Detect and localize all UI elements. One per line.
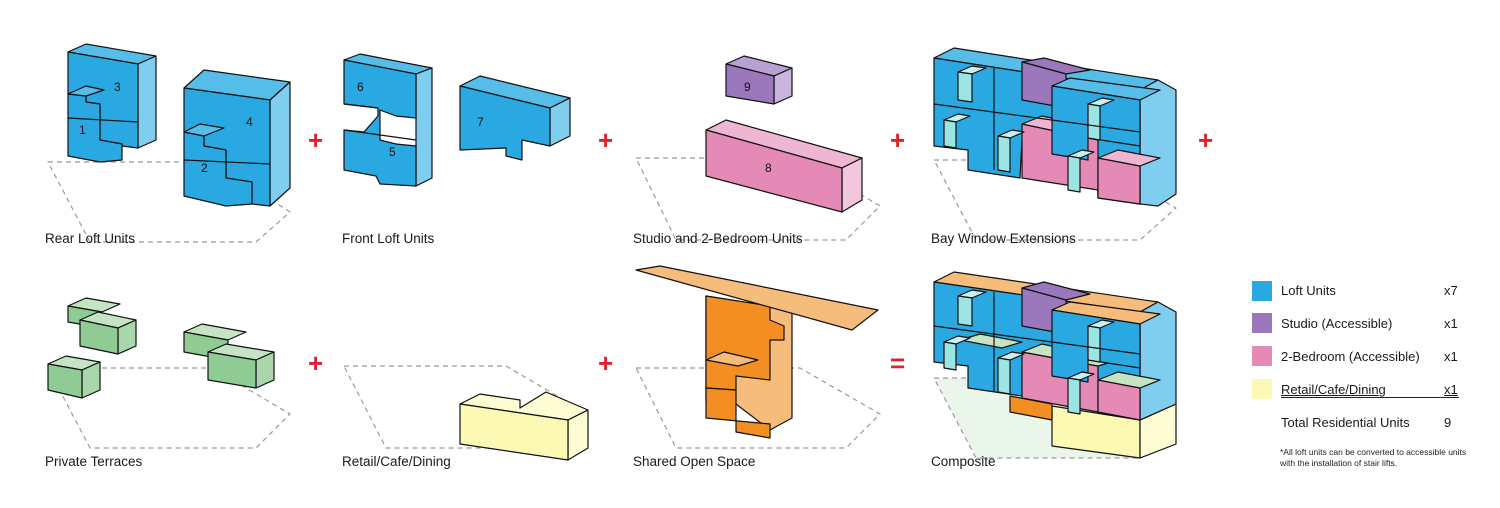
open-space-diagram [635,265,881,449]
legend-swatch-loft [1252,281,1272,301]
label-private-terraces: Private Terraces [45,454,143,469]
label-bay-window-extensions: Bay Window Extensions [931,231,1076,246]
terraces-diagram [47,297,291,449]
plus-operator-5: + [308,348,324,378]
plus-operator-1: + [308,125,324,155]
legend-label-studio: Studio (Accessible) [1281,316,1393,331]
site-outline [47,367,291,449]
legend-count-studio: x1 [1444,316,1458,331]
plus-operator-3: + [890,125,906,155]
label-retail: Retail/Cafe/Dining [342,454,451,469]
rear-loft-diagram [47,43,291,243]
unit-number-2: 2 [201,161,208,175]
label-rear-loft-units: Rear Loft Units [45,231,136,246]
unit-number-1: 1 [79,123,86,137]
equals-operator: = [890,348,906,378]
unit-number-8: 8 [765,161,772,175]
unit-number-5: 5 [389,145,396,159]
unit-number-6: 6 [357,80,364,94]
plus-operator-2: + [598,125,614,155]
legend-swatch-2bedroom [1252,346,1272,366]
site-outline [933,159,1177,241]
legend-swatch-studio [1252,313,1272,333]
legend-label-retail: Retail/Cafe/Dining [1281,382,1386,397]
legend-count-retail: x1 [1444,382,1458,397]
label-composite: Composite [931,454,996,469]
plus-operator-4: + [1198,125,1214,155]
unit-number-9: 9 [744,80,751,94]
retail-diagram [343,365,589,461]
legend-swatch-retail [1252,379,1272,399]
legend-label-loft: Loft Units [1281,283,1336,298]
label-shared-open-space: Shared Open Space [633,454,756,469]
unit-number-3: 3 [114,80,121,94]
legend-label-2bedroom: 2-Bedroom (Accessible) [1281,349,1420,364]
composite-diagram [933,271,1177,459]
label-front-loft-units: Front Loft Units [342,231,435,246]
unit-number-4: 4 [246,115,253,129]
unit-number-7: 7 [477,115,484,129]
legend-total-label: Total Residential Units [1281,415,1410,430]
legend-count-2bedroom: x1 [1444,349,1458,364]
legend-total-value: 9 [1444,415,1452,430]
legend-count-loft: x7 [1444,283,1458,298]
bay-window-diagram [933,47,1177,241]
plus-operator-6: + [598,348,614,378]
legend-rule [1281,397,1459,398]
legend-footnote: *All loft units can be converted to acce… [1280,447,1467,468]
label-studio-2bed-units: Studio and 2-Bedroom Units [633,231,803,246]
front-loft-diagram [343,53,571,187]
studio-2bed-diagram [635,55,881,241]
